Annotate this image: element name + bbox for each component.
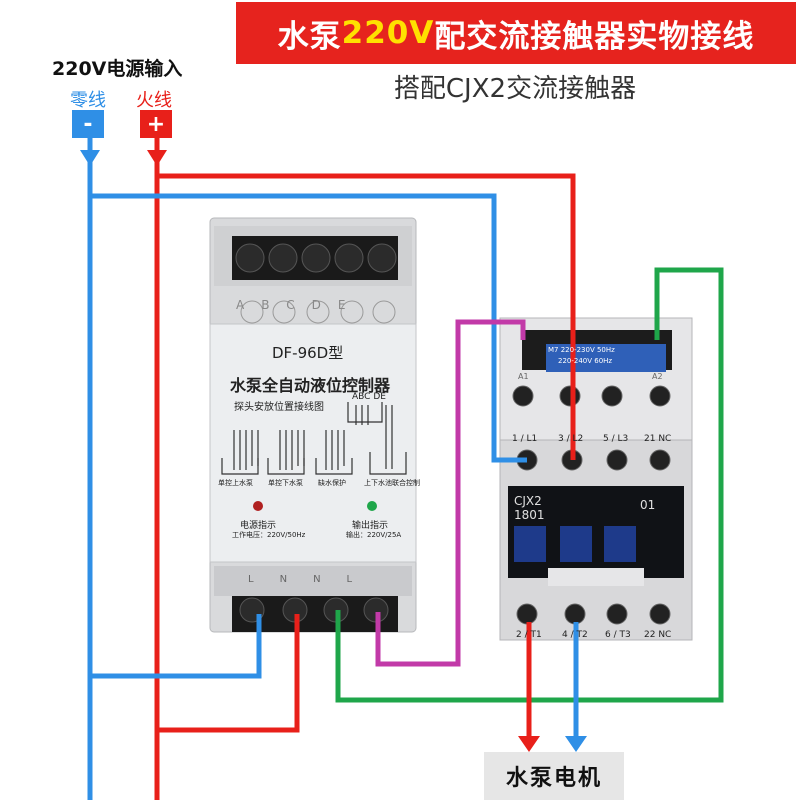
neutral-minus-badge: - — [72, 110, 104, 138]
output-rating-label: 输出：220V/25A — [346, 531, 402, 539]
contactor-top-terminal-1: 1 / L1 — [512, 434, 538, 444]
probe-letter-circles — [240, 300, 396, 324]
probe-letter-c: C — [286, 298, 312, 312]
arrowheads — [80, 150, 587, 752]
neutral-label: 零线 — [70, 90, 106, 111]
probe-letter-d: D — [311, 298, 338, 312]
contactor-model-sub: 1801 — [514, 508, 545, 522]
coil-rating-plate — [546, 344, 666, 372]
probe-letter-a: A — [236, 298, 262, 312]
controller-bottom-terminal-labels: LNNL — [248, 574, 378, 585]
wire-controller-live-in — [157, 614, 300, 733]
controller-probe-letters: ABCDE — [236, 298, 362, 312]
probe-group-label: ABC DE — [352, 392, 386, 402]
contactor-bottom-screws — [516, 603, 671, 625]
power-indicator-led — [253, 501, 263, 511]
title-prefix: 水泵 — [277, 18, 342, 55]
coil-terminal-a1: A1 — [518, 372, 529, 381]
wire-magenta-to-coil-a1 — [375, 319, 526, 667]
controller-probe-diagram — [221, 402, 407, 475]
level-controller — [209, 217, 417, 633]
coil-rating-2: 220-240V 60Hz — [558, 357, 613, 365]
contactor-bottom-terminal-4: 22 NC — [644, 630, 672, 640]
contactor-top-screws — [512, 385, 671, 471]
wire-neutral-to-contactor-coil — [90, 193, 527, 463]
terminal-l-1: L — [248, 574, 280, 585]
coil-terminal-a2: A2 — [652, 372, 663, 381]
power-indicator-label: 电源指示 — [240, 521, 277, 531]
diagram-label-3: 缺水保护 — [318, 479, 346, 487]
terminal-l-2: L — [346, 574, 379, 585]
controller-top-screws — [232, 236, 398, 280]
probe-letter-b: B — [261, 298, 287, 312]
live-label: 火线 — [136, 90, 172, 111]
wires — [87, 138, 724, 800]
pump-motor-label: 水泵电机 — [484, 752, 624, 800]
wire-green-to-coil-a2 — [335, 267, 724, 703]
diagram-label-2: 单控下水泵 — [268, 479, 303, 487]
pump-neutral-arrow-icon — [565, 736, 587, 752]
work-voltage-label: 工作电压：220V/50Hz — [232, 531, 306, 539]
live-arrow-icon — [147, 150, 167, 166]
probe-hint: 探头安放位置接线图 — [234, 402, 324, 413]
neutral-arrow-icon — [80, 150, 100, 166]
wire-controller-neutral-in — [90, 614, 262, 679]
power-input-title: 220V电源输入 — [52, 58, 183, 80]
contactor-aux: 01 — [640, 498, 656, 512]
controller-name: 水泵全自动液位控制器 — [230, 376, 391, 395]
terminal-n-2: N — [313, 574, 347, 585]
diagram-label-1: 单控上水泵 — [218, 479, 253, 487]
subtitle: 搭配CJX2交流接触器 — [393, 74, 637, 104]
contactor-top-terminal-3: 5 / L3 — [603, 434, 629, 444]
output-indicator-led — [367, 501, 377, 511]
contactor-top-terminal-2: 3 / L2 — [558, 434, 584, 444]
title-highlight: 220V — [341, 15, 435, 51]
contactor-bottom-terminal-1: 2 / T1 — [516, 630, 542, 640]
wire-live-to-contactor-l2 — [157, 173, 576, 460]
probe-letter-e: E — [337, 298, 363, 312]
controller-model: DF-96D型 — [272, 344, 344, 362]
contactor-bottom-terminal-3: 6 / T3 — [605, 630, 631, 640]
contactor-model: CJX2 — [514, 494, 542, 508]
terminal-n-1: N — [279, 574, 314, 585]
live-plus-badge: + — [140, 110, 172, 138]
contactor-top-terminal-4: 21 NC — [644, 434, 672, 444]
ac-contactor — [499, 317, 693, 641]
diagram-label-4: 上下水池联合控制 — [364, 479, 420, 487]
pump-live-arrow-icon — [518, 736, 540, 752]
coil-rating-1: M7 220-230V 50Hz — [548, 346, 615, 354]
contactor-bottom-terminal-2: 4 / T2 — [562, 630, 588, 640]
output-indicator-label: 输出指示 — [352, 521, 389, 531]
title-suffix: 配交流接触器实物接线 — [434, 18, 755, 55]
